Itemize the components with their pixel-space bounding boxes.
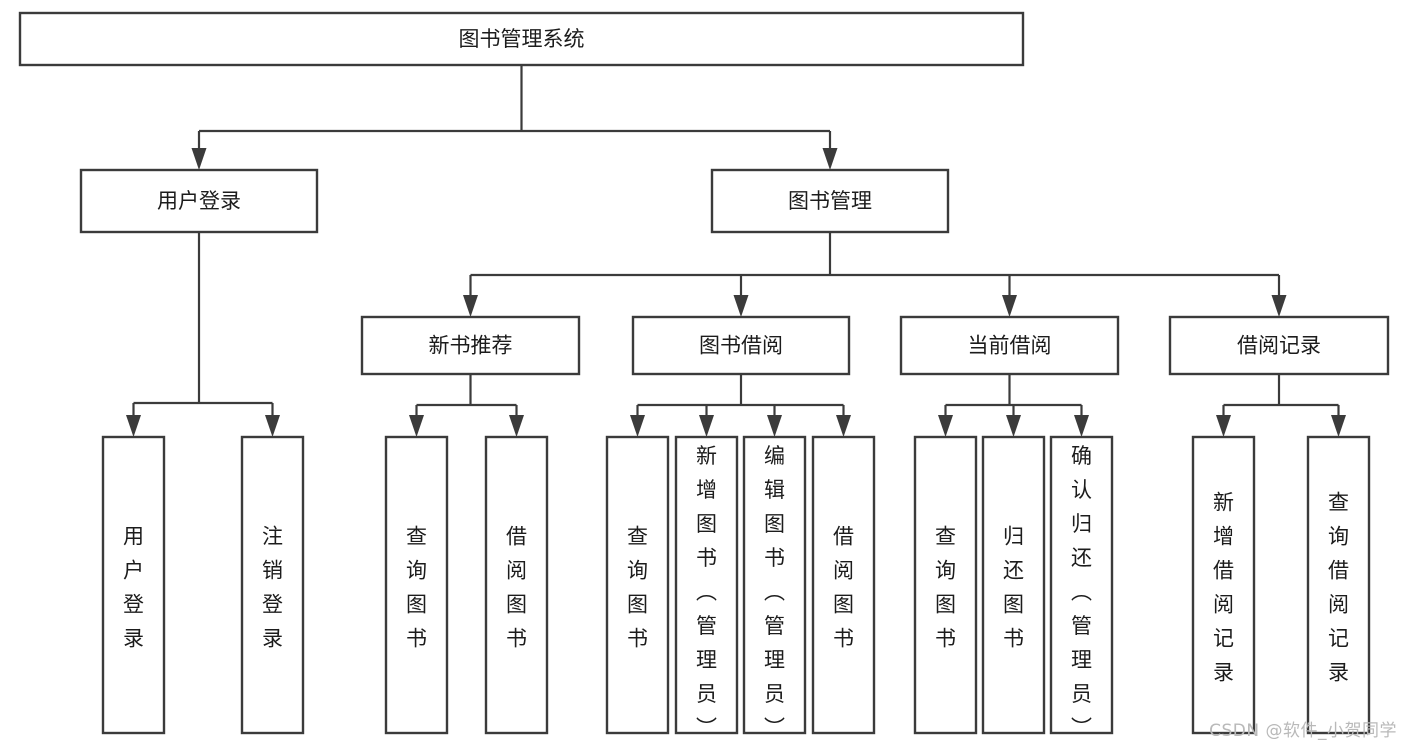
node-book-borrow[interactable]: 图书借阅 <box>631 315 851 376</box>
node-label: 新增借阅记录 <box>1213 491 1234 685</box>
node-borrow-record[interactable]: 借阅记录 <box>1168 315 1390 376</box>
arrow-head-icon <box>126 415 141 437</box>
node-label: 归还图书 <box>1003 525 1024 651</box>
edges-layer <box>126 65 1346 437</box>
node-leaf-user-logout[interactable]: 注销登录 <box>240 435 305 735</box>
arrow-head-icon <box>822 148 838 170</box>
edge-group-borrow-record <box>1216 374 1346 437</box>
node-new-book-recommend[interactable]: 新书推荐 <box>360 315 581 376</box>
arrow-head-icon <box>1331 415 1346 437</box>
node-label: 编辑图书︵管理员︶ <box>764 444 785 740</box>
node-leaf-add-borrow-record[interactable]: 新增借阅记录 <box>1191 435 1256 735</box>
arrow-head-icon <box>1074 415 1089 437</box>
node-leaf-confirm-return-admin[interactable]: 确认归还︵管理员︶ <box>1049 435 1114 740</box>
node-label: 图书借阅 <box>699 334 783 358</box>
node-leaf-query-borrow-record[interactable]: 查询借阅记录 <box>1306 435 1371 735</box>
edge-group-book-borrow <box>630 374 851 437</box>
arrow-head-icon <box>630 415 645 437</box>
arrow-head-icon <box>1271 295 1287 317</box>
node-box[interactable] <box>742 435 807 735</box>
node-label: 新增图书︵管理员︶ <box>696 444 717 740</box>
node-box[interactable] <box>811 435 876 735</box>
node-leaf-query-book-current[interactable]: 查询图书 <box>913 435 978 735</box>
node-label: 图书管理系统 <box>459 27 585 51</box>
node-box[interactable] <box>79 168 319 234</box>
node-box[interactable] <box>384 435 449 735</box>
node-label: 新书推荐 <box>429 334 513 358</box>
arrow-head-icon <box>463 295 478 317</box>
arrow-head-icon <box>699 415 714 437</box>
node-box[interactable] <box>1306 435 1371 735</box>
node-user-login[interactable]: 用户登录 <box>79 168 319 234</box>
node-box[interactable] <box>240 435 305 735</box>
edge-group-current-borrow <box>938 374 1089 437</box>
node-leaf-query-book-rec[interactable]: 查询图书 <box>384 435 449 735</box>
node-leaf-edit-book-admin[interactable]: 编辑图书︵管理员︶ <box>742 435 807 740</box>
edge-group-book-manage <box>463 232 1287 317</box>
node-box[interactable] <box>674 435 739 735</box>
node-leaf-borrow-book-rec[interactable]: 借阅图书 <box>484 435 549 735</box>
node-label: 用户登录 <box>157 189 241 213</box>
node-book-manage[interactable]: 图书管理 <box>710 168 950 234</box>
node-box[interactable] <box>1191 435 1256 735</box>
node-leaf-user-login[interactable]: 用户登录 <box>101 435 166 735</box>
arrow-head-icon <box>1006 415 1021 437</box>
arrow-head-icon <box>836 415 851 437</box>
node-label: 图书管理 <box>788 189 872 213</box>
node-box[interactable] <box>913 435 978 735</box>
node-label: 借阅图书 <box>833 525 854 651</box>
arrow-head-icon <box>1002 295 1017 317</box>
node-box[interactable] <box>899 315 1120 376</box>
edge-group-new-book-recommend <box>409 374 524 437</box>
node-box[interactable] <box>18 11 1025 67</box>
arrow-head-icon <box>409 415 424 437</box>
node-box[interactable] <box>981 435 1046 735</box>
arrow-head-icon <box>733 295 749 317</box>
node-current-borrow[interactable]: 当前借阅 <box>899 315 1120 376</box>
node-box[interactable] <box>360 315 581 376</box>
node-label: 借阅图书 <box>506 525 527 651</box>
arrow-head-icon <box>1216 415 1231 437</box>
node-leaf-borrow-book[interactable]: 借阅图书 <box>811 435 876 735</box>
node-box[interactable] <box>1168 315 1390 376</box>
node-label: 用户登录 <box>123 525 144 651</box>
edge-group-user-login <box>126 232 280 437</box>
nodes-layer: 图书管理系统用户登录图书管理新书推荐图书借阅当前借阅借阅记录用户登录注销登录查询… <box>18 11 1390 740</box>
node-leaf-query-book-borrow[interactable]: 查询图书 <box>605 435 670 735</box>
node-box[interactable] <box>101 435 166 735</box>
node-label: 查询图书 <box>627 525 648 651</box>
arrow-head-icon <box>767 415 782 437</box>
arrow-head-icon <box>509 415 524 437</box>
node-box[interactable] <box>484 435 549 735</box>
node-box[interactable] <box>631 315 851 376</box>
edge-group-root <box>191 65 838 170</box>
node-leaf-return-book[interactable]: 归还图书 <box>981 435 1046 735</box>
node-label: 查询图书 <box>935 525 956 651</box>
node-root[interactable]: 图书管理系统 <box>18 11 1025 67</box>
arrow-head-icon <box>191 148 207 170</box>
node-label: 查询借阅记录 <box>1328 491 1349 685</box>
node-label: 借阅记录 <box>1237 334 1321 358</box>
node-box[interactable] <box>710 168 950 234</box>
node-label: 注销登录 <box>262 525 283 651</box>
arrow-head-icon <box>265 415 280 437</box>
node-label: 查询图书 <box>406 525 427 651</box>
node-label: 确认归还︵管理员︶ <box>1071 444 1092 740</box>
node-leaf-add-book-admin[interactable]: 新增图书︵管理员︶ <box>674 435 739 740</box>
watermark-label: CSDN @软件_小贺同学 <box>1209 721 1397 741</box>
node-box[interactable] <box>605 435 670 735</box>
arrow-head-icon <box>938 415 953 437</box>
node-box[interactable] <box>1049 435 1114 735</box>
node-label: 当前借阅 <box>968 334 1052 358</box>
